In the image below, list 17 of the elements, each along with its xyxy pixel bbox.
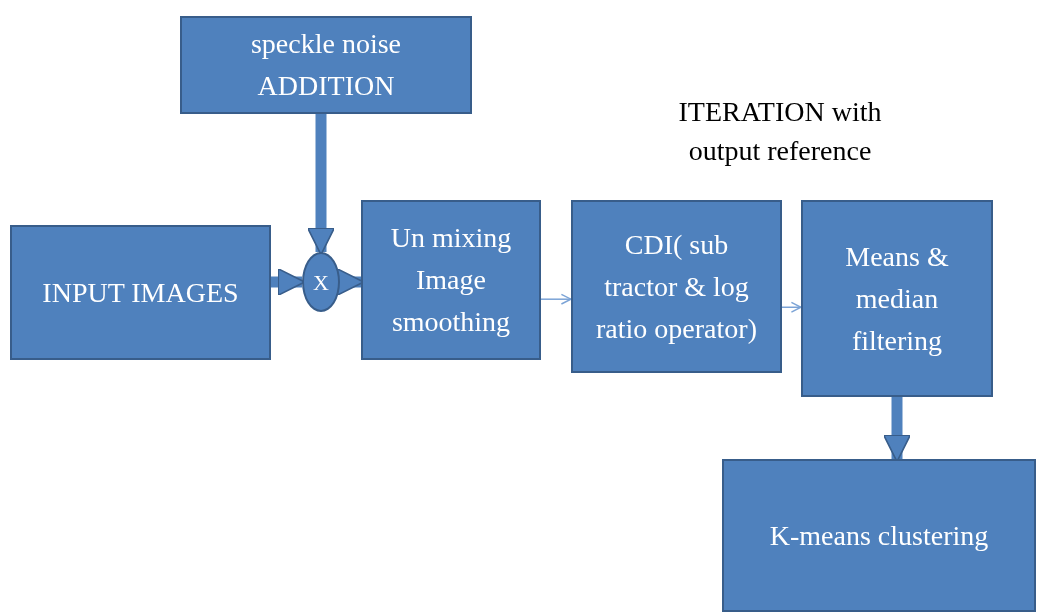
- node-text: Un mixing Image smoothing: [389, 221, 513, 339]
- multiplier-circle: [302, 252, 340, 312]
- node-text: INPUT IMAGES: [41, 275, 240, 310]
- node-text: CDI( sub tractor & log ratio operator): [595, 227, 758, 346]
- node-text: speckle noise ADDITION: [249, 27, 403, 103]
- node-text: X: [312, 268, 330, 297]
- arrow: [781, 301, 802, 313]
- process-box: [361, 200, 541, 360]
- arrow: [540, 293, 572, 305]
- process-box: [180, 16, 472, 114]
- process-box: [801, 200, 993, 397]
- node-text: K-means clustering: [768, 518, 990, 553]
- process-box: [571, 200, 782, 373]
- annotation-text: ITERATION with output reference: [677, 95, 883, 169]
- node-text: Means & median filtering: [844, 239, 950, 358]
- process-box: [10, 225, 271, 360]
- process-box: [722, 459, 1036, 612]
